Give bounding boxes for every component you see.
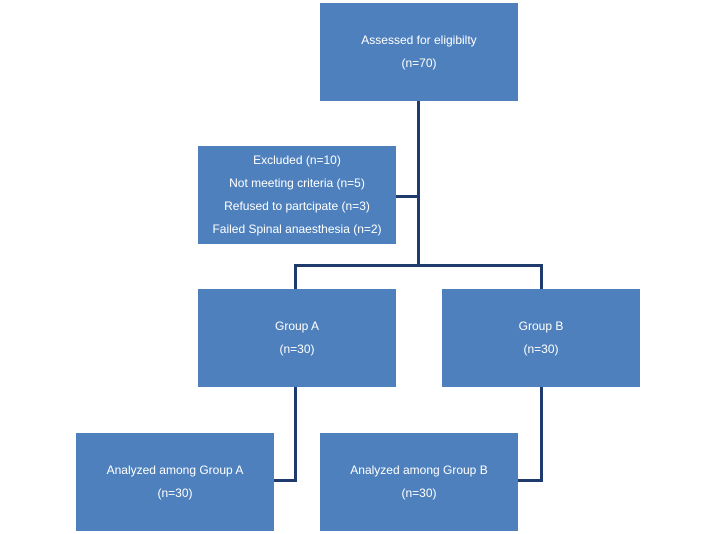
excluded-refused: Refused to partcipate (n=3) bbox=[224, 199, 370, 213]
connector-group-b-down bbox=[540, 386, 543, 482]
connector-assessed-down bbox=[417, 101, 420, 266]
excluded-total: Excluded (n=10) bbox=[253, 153, 341, 167]
assessed-label: Assessed for eligibilty bbox=[361, 33, 477, 47]
connector-horizontal-split bbox=[294, 264, 543, 267]
group-b-label: Group B bbox=[518, 319, 564, 333]
connector-group-a-to-analyzed bbox=[274, 479, 297, 482]
group-a-count: (n=30) bbox=[279, 342, 315, 356]
assessed-box: Assessed for eligibilty (n=70) bbox=[320, 3, 518, 101]
connector-group-a-down bbox=[294, 386, 297, 482]
group-a-box: Group A (n=30) bbox=[198, 289, 396, 387]
connector-to-group-b bbox=[540, 264, 543, 290]
analyzed-b-count: (n=30) bbox=[401, 486, 437, 500]
connector-excluded-branch bbox=[396, 195, 418, 198]
excluded-failed: Failed Spinal anaesthesia (n=2) bbox=[212, 222, 382, 236]
group-b-box: Group B (n=30) bbox=[442, 289, 640, 387]
connector-to-group-a bbox=[294, 264, 297, 290]
connector-group-b-to-analyzed bbox=[518, 479, 543, 482]
excluded-criteria: Not meeting criteria (n=5) bbox=[229, 176, 365, 190]
group-b-count: (n=30) bbox=[523, 342, 559, 356]
excluded-box: Excluded (n=10) Not meeting criteria (n=… bbox=[198, 146, 396, 244]
analyzed-b-box: Analyzed among Group B (n=30) bbox=[320, 433, 518, 531]
analyzed-a-box: Analyzed among Group A (n=30) bbox=[76, 433, 274, 531]
analyzed-a-count: (n=30) bbox=[157, 486, 193, 500]
analyzed-a-label: Analyzed among Group A bbox=[106, 463, 244, 477]
analyzed-b-label: Analyzed among Group B bbox=[350, 463, 488, 477]
assessed-count: (n=70) bbox=[401, 56, 437, 70]
group-a-label: Group A bbox=[274, 319, 320, 333]
